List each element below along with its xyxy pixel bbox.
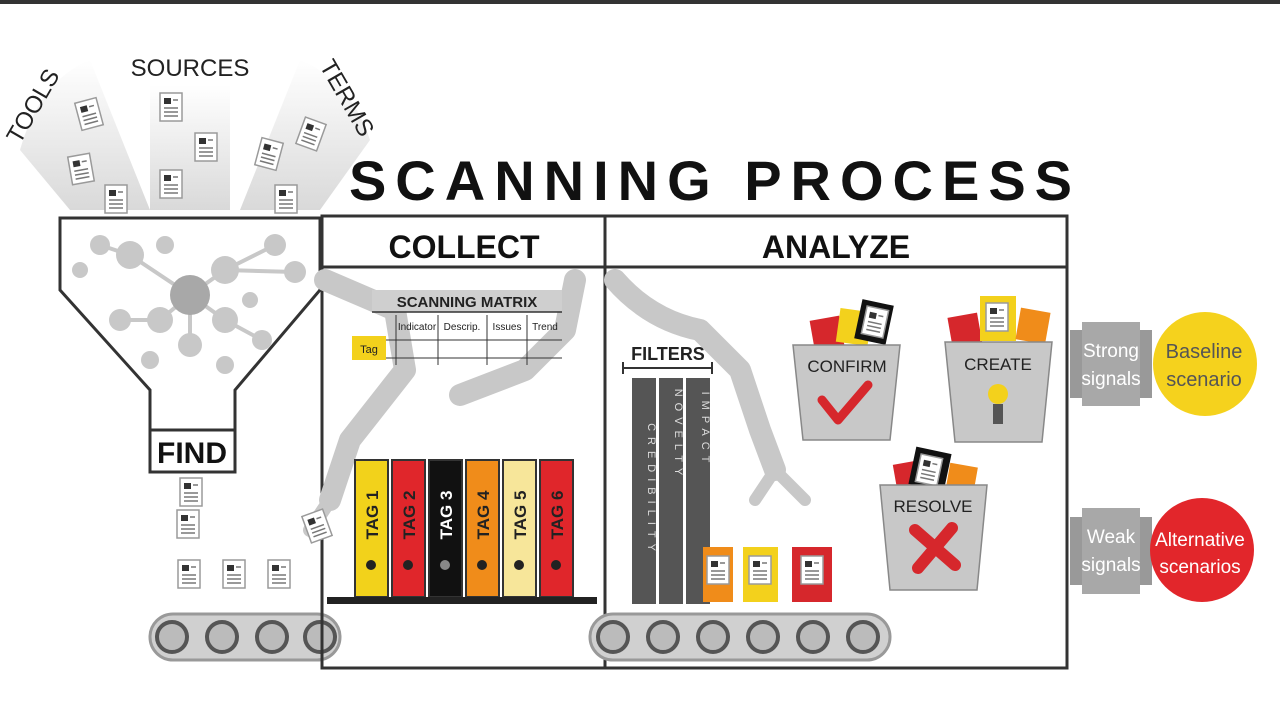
alternative-scenarios-circle — [1150, 498, 1254, 602]
input-doc — [104, 184, 128, 214]
binder-tag-5: TAG 5 — [502, 459, 537, 598]
filter-impact: IMPACT — [699, 392, 711, 469]
binder-label: TAG 1 — [363, 491, 382, 540]
page-title: SCANNING PROCESS — [349, 149, 1081, 212]
matrix-row-tag: Tag — [360, 344, 378, 356]
matrix-column-indicator: Indicator — [398, 322, 437, 333]
find-funnel — [58, 216, 322, 474]
input-doc — [159, 92, 183, 122]
create-bin — [944, 296, 1053, 443]
strong-signals-line2: signals — [1081, 369, 1140, 390]
analyze-header: ANALYZE — [762, 229, 910, 265]
create-label: CREATE — [964, 355, 1032, 374]
binder-label: TAG 2 — [400, 491, 419, 540]
resolve-label: RESOLVE — [893, 497, 972, 516]
cross-icon — [909, 522, 961, 574]
input-doc — [194, 132, 218, 162]
matrix-column-description: Descrip. — [444, 322, 481, 333]
filters-title: FILTERS — [631, 344, 705, 364]
strong-signals-line1: Strong — [1083, 341, 1139, 362]
binder-shelf — [327, 597, 597, 604]
tag-binders: TAG 1 TAG 2 TAG 3 TAG 4 TAG 5 TAG 6 — [327, 459, 597, 604]
binder-label: TAG 4 — [474, 490, 493, 539]
matrix-title: SCANNING MATRIX — [397, 294, 538, 311]
matrix-column-issues: Issues — [493, 322, 522, 333]
binder-tag-6: TAG 6 — [539, 459, 574, 598]
confirm-bin — [792, 299, 901, 441]
weak-signal-connector — [1070, 508, 1152, 594]
filtered-documents — [703, 547, 832, 602]
confirm-label: CONFIRM — [807, 357, 886, 376]
top-rule — [0, 0, 1280, 4]
analyze-conveyor — [588, 612, 892, 662]
scanning-matrix — [352, 290, 562, 365]
collect-header: COLLECT — [388, 229, 540, 265]
sources-label: SOURCES — [131, 55, 250, 82]
analyze-robot-arm — [604, 269, 811, 506]
input-doc — [159, 169, 183, 199]
binder-label: TAG 3 — [437, 491, 456, 540]
filter-novelty: NOVELTY — [672, 389, 684, 482]
input-beams — [20, 60, 370, 214]
binder-label: TAG 5 — [511, 491, 530, 540]
binder-tag-1: TAG 1 — [354, 459, 389, 598]
process-frame — [320, 214, 1069, 670]
found-documents — [176, 477, 291, 589]
binder-label: TAG 6 — [548, 491, 567, 540]
alternative-scenarios-line1: Alternative — [1155, 530, 1245, 551]
input-doc — [66, 152, 96, 186]
binder-tag-2: TAG 2 — [391, 459, 426, 598]
resolve-bin — [879, 446, 988, 591]
find-conveyor — [148, 612, 342, 662]
matrix-column-trend: Trend — [532, 322, 558, 333]
lightbulb-icon — [988, 384, 1008, 404]
filter-credibility: CREDIBILITY — [645, 423, 657, 557]
binder-tag-3: TAG 3 — [428, 459, 463, 598]
alternative-scenarios-line2: scenarios — [1159, 557, 1240, 578]
baseline-scenario-line1: Baseline — [1166, 341, 1243, 363]
weak-signals-line2: signals — [1081, 555, 1140, 576]
strong-signal-connector — [1070, 322, 1152, 406]
filters — [622, 362, 713, 604]
weak-signals-line1: Weak — [1087, 527, 1136, 548]
baseline-scenario-line2: scenario — [1166, 369, 1242, 391]
tools-beam — [20, 60, 150, 210]
binder-tag-4: TAG 4 — [465, 459, 500, 598]
input-doc — [274, 184, 298, 214]
baseline-scenario-circle — [1153, 312, 1257, 416]
check-icon — [817, 380, 873, 425]
find-label: FIND — [157, 437, 227, 470]
